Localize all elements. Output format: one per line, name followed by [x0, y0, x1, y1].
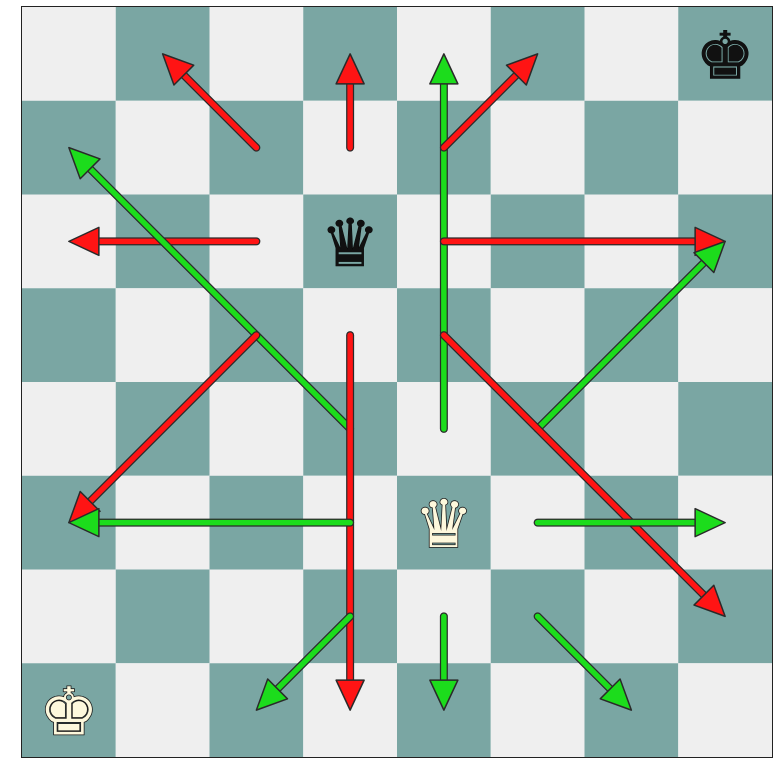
square-g2[interactable]	[585, 570, 679, 664]
square-g7[interactable]	[585, 101, 679, 195]
square-h1[interactable]	[678, 663, 772, 757]
square-a5[interactable]	[22, 288, 116, 382]
white-king-a1[interactable]: ♚	[39, 674, 98, 751]
square-g8[interactable]	[585, 7, 679, 101]
square-a2[interactable]	[22, 570, 116, 664]
square-f7[interactable]	[491, 101, 585, 195]
chess-board: ♚ ♛ ♛ ♚	[22, 7, 772, 757]
square-c4[interactable]	[210, 382, 304, 476]
square-f1[interactable]	[491, 663, 585, 757]
square-b1[interactable]	[116, 663, 210, 757]
square-c8[interactable]	[210, 7, 304, 101]
square-b5[interactable]	[116, 288, 210, 382]
square-b7[interactable]	[116, 101, 210, 195]
square-c2[interactable]	[210, 570, 304, 664]
white-queen-e3[interactable]: ♛	[414, 486, 473, 563]
square-h4[interactable]	[678, 382, 772, 476]
white-king-icon: ♚	[39, 674, 98, 751]
chess-board-frame: ♚ ♛ ♛ ♚	[21, 6, 773, 758]
squares-layer	[22, 7, 772, 757]
square-h5[interactable]	[678, 288, 772, 382]
square-a4[interactable]	[22, 382, 116, 476]
square-f5[interactable]	[491, 288, 585, 382]
black-queen-icon: ♛	[321, 205, 380, 282]
square-g4[interactable]	[585, 382, 679, 476]
square-a8[interactable]	[22, 7, 116, 101]
square-h7[interactable]	[678, 101, 772, 195]
black-king-icon: ♚	[696, 17, 755, 94]
black-king-h8[interactable]: ♚	[696, 17, 755, 94]
white-queen-icon: ♛	[414, 486, 473, 563]
square-b2[interactable]	[116, 570, 210, 664]
black-queen-d6[interactable]: ♛	[321, 205, 380, 282]
